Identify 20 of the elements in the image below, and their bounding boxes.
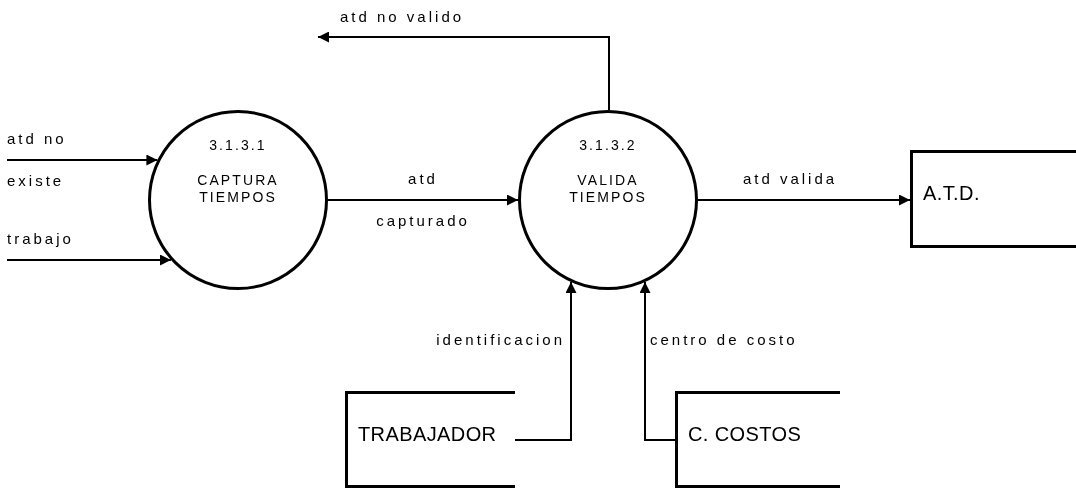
arrow <box>6 254 172 266</box>
process-number: 3.1.3.1 <box>208 137 268 154</box>
edge-label: atd valida <box>741 169 839 189</box>
store-name: C. COSTOS <box>688 422 803 446</box>
store-name: A.T.D. <box>923 181 981 205</box>
process-number: 3.1.3.2 <box>578 137 638 154</box>
process-name: VALIDA TIEMPOS <box>568 172 648 206</box>
arrow <box>639 281 676 441</box>
store-name: TRABAJADOR <box>358 422 498 446</box>
arrow <box>317 31 610 111</box>
arrow <box>697 194 911 206</box>
arrow <box>327 194 519 206</box>
data-store <box>910 150 1076 248</box>
data-store <box>675 391 840 488</box>
arrow <box>6 154 159 166</box>
edge-label: atd no existe <box>7 129 68 191</box>
edge-label: atd capturado <box>375 169 471 231</box>
process-name: CAPTURA TIEMPOS <box>196 172 280 206</box>
arrow <box>514 281 577 441</box>
data-store <box>345 391 515 488</box>
